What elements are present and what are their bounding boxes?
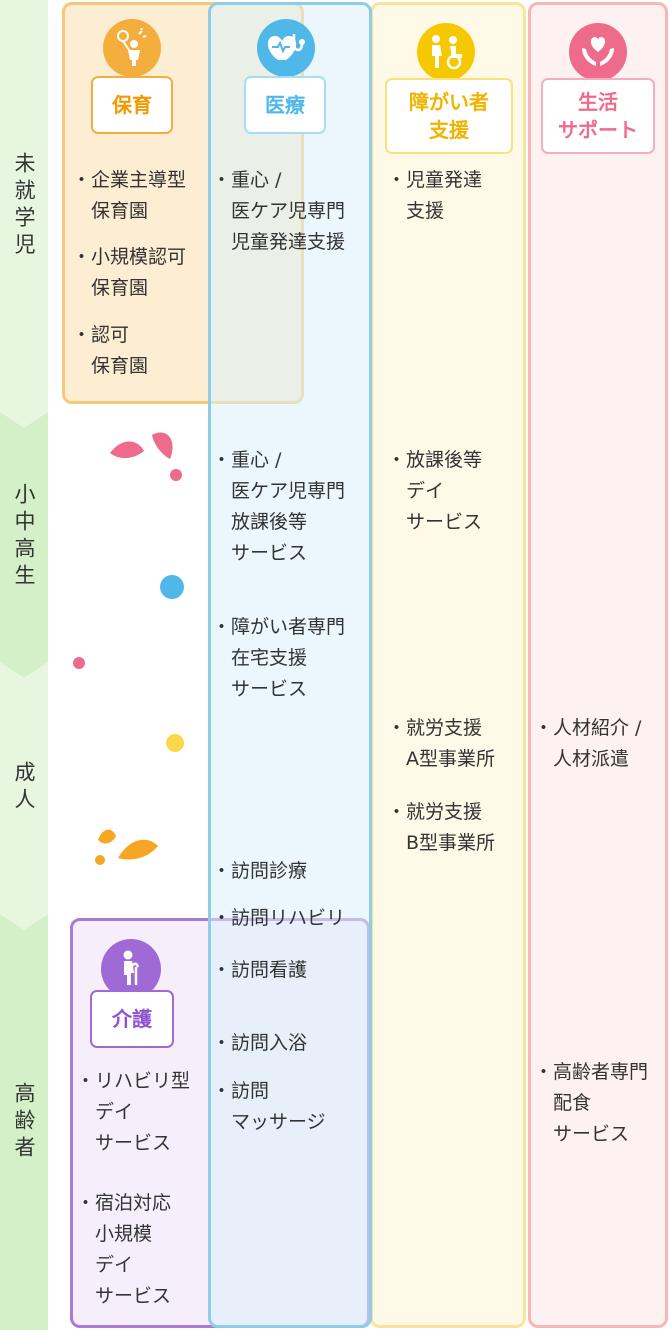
elder-cane-icon [101,939,161,999]
decorative-dot [73,657,85,669]
age-group-elderly: 高齢者 [0,914,48,1330]
service-item-iryo: 訪問入浴 [212,1028,307,1059]
age-label-elderly: 高齢者 [12,1081,36,1163]
stethoscope-heart-icon [257,19,315,77]
service-item-iryo: 訪問リハビリ [212,903,345,934]
service-item-shogai: 放課後等 デイ サービス [387,445,482,538]
service-item-hoiku: 小規模認可 保育園 [72,242,186,304]
category-label-kaigo: 介護 [90,990,174,1048]
age-label-adult: 成人 [12,761,36,815]
service-item-seikatsu: 人材紹介 / 人材派遣 [534,713,642,775]
decorative-dot [160,575,184,599]
wheelchair-support-icon [417,23,475,81]
service-item-iryo: 訪問看護 [212,955,307,986]
service-item-iryo: 重心 / 医ケア児専門 児童発達支援 [212,165,345,258]
service-item-shogai: 就労支援 A型事業所 [387,713,495,775]
heart-hands-icon [569,23,627,81]
service-item-iryo: 重心 / 医ケア児専門 放課後等 サービス [212,445,345,569]
service-item-shogai: 児童発達 支援 [387,165,482,227]
decorative-splash-pink [110,432,182,481]
age-divider-chevron [0,914,48,930]
age-divider-chevron [0,412,48,428]
age-group-students: 小中高生 [0,412,48,662]
service-item-kaigo: 宿泊対応 小規模 デイ サービス [76,1188,171,1312]
category-label-seikatsu: 生活 サポート [541,78,655,154]
category-label-iryo: 医療 [244,76,326,134]
age-label-preschool: 未就学児 [12,152,36,260]
service-item-hoiku: 認可 保育園 [72,320,148,382]
service-item-kaigo: リハビリ型 デイ サービス [76,1066,190,1159]
decorative-dot [166,734,184,752]
age-divider-chevron [0,662,48,678]
service-item-hoiku: 企業主導型 保育園 [72,165,186,227]
service-item-iryo: 訪問診療 [212,856,307,887]
service-item-iryo: 障がい者専門 在宅支援 サービス [212,612,345,705]
category-label-hoiku: 保育 [91,76,173,134]
service-item-iryo: 訪問 マッサージ [212,1076,326,1138]
decorative-splash-orange [95,829,158,865]
service-item-seikatsu: 高齢者専門 配食 サービス [534,1057,648,1150]
child-balloon-icon [103,19,161,77]
age-group-preschool: 未就学児 [0,0,48,412]
category-label-shogai: 障がい者 支援 [385,78,513,154]
age-label-students: 小中高生 [12,483,36,591]
age-group-adult: 成人 [0,662,48,914]
service-item-shogai: 就労支援 B型事業所 [387,797,495,859]
